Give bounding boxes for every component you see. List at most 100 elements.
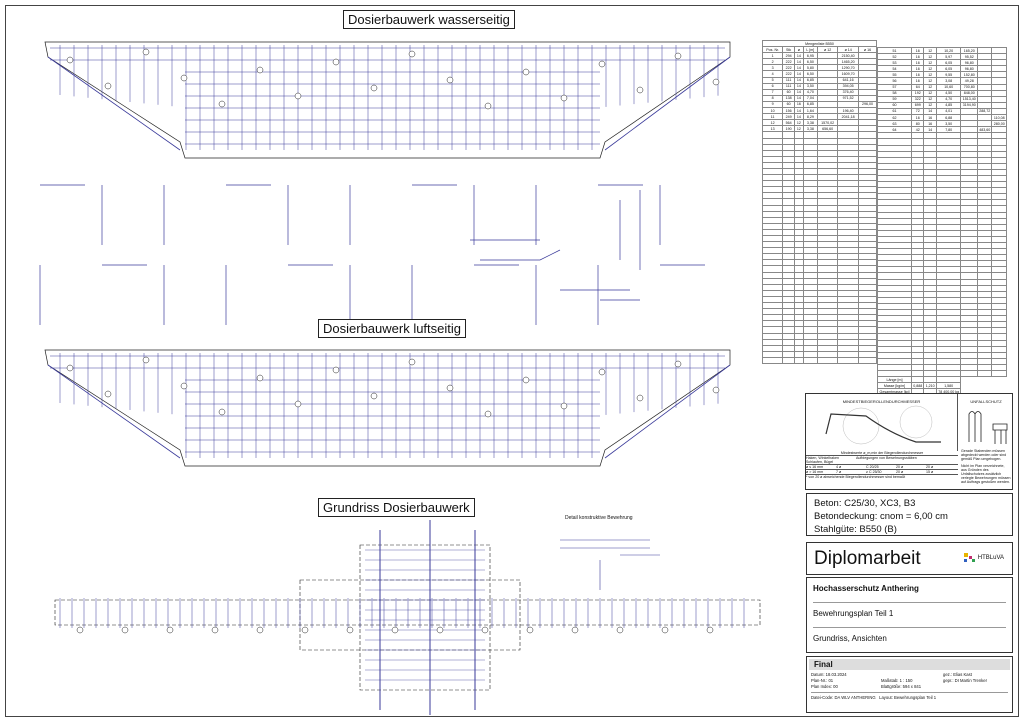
sheet-size-label: Blattgröße: bbox=[881, 684, 902, 689]
notes-cell: 20 ø bbox=[896, 465, 904, 469]
elevation-luftseitig-position-marker bbox=[218, 408, 226, 416]
project-box: Hochasserschutz Anthering Bewehrungsplan… bbox=[806, 577, 1013, 653]
elevation-luftseitig-position-marker bbox=[370, 392, 378, 400]
drawing-frame bbox=[5, 5, 1019, 717]
elevation-luftseitig-position-marker bbox=[180, 382, 188, 390]
elevation-wasserseitig-position-marker bbox=[370, 84, 378, 92]
elevation-luftseitig-position-marker bbox=[142, 356, 150, 364]
detail-title: Detail konstruktive Bewehrung bbox=[565, 515, 633, 521]
elevation-luftseitig-position-marker bbox=[560, 402, 568, 410]
plan-position-marker bbox=[76, 626, 84, 634]
bending-diagram-icon bbox=[825, 405, 941, 445]
elevation-luftseitig-position-marker bbox=[522, 376, 530, 384]
notes-cell: 15 ø bbox=[926, 470, 934, 474]
notes-table-caption: Mindestwerte ø_m,min der Biegerollendurc… bbox=[806, 451, 958, 456]
title-heading-box: Diplomarbeit HTBLuVA bbox=[806, 542, 1013, 575]
plan-name: Bewehrungsplan Teil 1 bbox=[813, 603, 1006, 628]
logo-icon bbox=[963, 553, 975, 562]
elevation-wasserseitig-position-marker bbox=[66, 56, 74, 64]
elevation-luftseitig-position-marker bbox=[598, 368, 606, 376]
elevation-wasserseitig-position-marker bbox=[256, 66, 264, 74]
elevation-wasserseitig-position-marker bbox=[218, 100, 226, 108]
notes-cell: 4 ø bbox=[836, 465, 842, 469]
elevation-luftseitig-position-marker bbox=[104, 390, 112, 398]
layout-name: Layout: Bewehrungsplan Teil 1 bbox=[879, 695, 937, 700]
elevation-luftseitig-position-marker bbox=[66, 364, 74, 372]
elevation-wasserseitig-position-marker bbox=[294, 92, 302, 100]
elevation-wasserseitig-position-marker bbox=[484, 102, 492, 110]
elevation-wasserseitig-position-marker bbox=[674, 52, 682, 60]
concrete-cover: Betondeckung: cnom = 6,00 cm bbox=[814, 511, 948, 522]
elevation-luftseitig-outline bbox=[44, 349, 731, 467]
elevation-luftseitig-position-marker bbox=[332, 366, 340, 374]
checked-by-label: gepr.: bbox=[943, 678, 954, 683]
plan-position-marker bbox=[346, 626, 354, 634]
sheet-size: 594 x 841 bbox=[902, 684, 922, 689]
scale-label: Maßstab: bbox=[881, 678, 899, 683]
view-title-wasserseitig: Dosierbauwerk wasserseitig bbox=[343, 10, 515, 29]
elevation-luftseitig-position-marker bbox=[408, 358, 416, 366]
plan-index: 00 bbox=[833, 684, 838, 689]
elevation-luftseitig-position-marker bbox=[256, 374, 264, 382]
elevation-luftseitig-position-marker bbox=[484, 410, 492, 418]
plan-position-marker bbox=[526, 626, 534, 634]
notes-cell: ≥ C 25/30 bbox=[866, 470, 882, 474]
materials-box: Beton: C25/30, XC3, B3 Betondeckung: cno… bbox=[806, 493, 1013, 536]
notes-cell: ø ≤ 16 mm bbox=[806, 465, 824, 469]
elevation-wasserseitig-rebar-diagonal bbox=[604, 56, 731, 151]
plan-number-label: Plan-Nr.: bbox=[811, 678, 828, 683]
elevation-luftseitig-position-marker bbox=[674, 360, 682, 368]
date-value: 18.03.2024 bbox=[825, 672, 847, 677]
scale-value: 1 : 150 bbox=[899, 678, 913, 683]
plan-number: 01 bbox=[828, 678, 834, 683]
view-title-luftseitig: Dosierbauwerk luftseitig bbox=[318, 319, 467, 338]
view-title-grundriss: Grundriss Dosierbauwerk bbox=[318, 498, 475, 517]
notes-heading-left: MINDESTBIEGEROLLENDURCHMESSER bbox=[842, 399, 921, 404]
plan-index-label: Plan Index: bbox=[811, 684, 832, 689]
notes-cell: C 20/25 bbox=[866, 465, 879, 469]
plan-position-marker bbox=[166, 626, 174, 634]
elevation-wasserseitig-outline bbox=[44, 41, 731, 159]
notes-footnote: * von 20 ø abweichende Biegerollendurchm… bbox=[806, 475, 906, 479]
elevation-wasserseitig-position-marker bbox=[636, 86, 644, 94]
plan-position-marker bbox=[391, 626, 399, 634]
elevation-wasserseitig-position-marker bbox=[446, 76, 454, 84]
plan-position-marker bbox=[436, 626, 444, 634]
notes-right-text-2: Nicht im Plan verzeichnete, aus Gründen … bbox=[961, 464, 1011, 484]
elevation-wasserseitig-position-marker bbox=[560, 94, 568, 102]
plan-subtitle: Grundriss, Ansichten bbox=[813, 634, 887, 643]
elevation-wasserseitig-position-marker bbox=[142, 48, 150, 56]
elevation-luftseitig-position-marker bbox=[294, 400, 302, 408]
elevation-luftseitig-rebar-diagonal bbox=[47, 364, 181, 459]
elevation-wasserseitig-position-marker bbox=[598, 60, 606, 68]
logo-text: HTBLuVA bbox=[977, 555, 1004, 561]
plan-position-marker bbox=[211, 626, 219, 634]
plan-rebar bbox=[379, 520, 476, 715]
notes-row: ø > 16 mm 7 ø ≥ C 25/30 20 ø 15 ø bbox=[806, 470, 958, 475]
plan-position-marker bbox=[121, 626, 129, 634]
elevation-wasserseitig-position-marker bbox=[180, 74, 188, 82]
drawn-by-label: gez.: bbox=[943, 672, 953, 677]
school-logo: HTBLuVA bbox=[963, 553, 1004, 563]
elevation-wasserseitig-rebar-diagonal bbox=[47, 56, 181, 151]
checked-by: DI Martin Trenker bbox=[954, 678, 988, 683]
notes-col2: Aufbiegungen von Bewehrungsstäben bbox=[856, 456, 917, 460]
notes-cell: 7 ø bbox=[836, 470, 842, 474]
notes-cell: 20 ø bbox=[896, 470, 904, 474]
elevation-wasserseitig-position-marker bbox=[522, 68, 530, 76]
plan-position-marker bbox=[481, 626, 489, 634]
date-label: Datum: bbox=[811, 672, 825, 677]
detail-rebar bbox=[560, 539, 660, 590]
notes-col1: Haken, Winkelhaken Schlaufen, Bügel bbox=[806, 456, 839, 464]
notes-cell: ø > 16 mm bbox=[806, 470, 824, 474]
file-code-label: Datei-Code: bbox=[811, 695, 834, 700]
